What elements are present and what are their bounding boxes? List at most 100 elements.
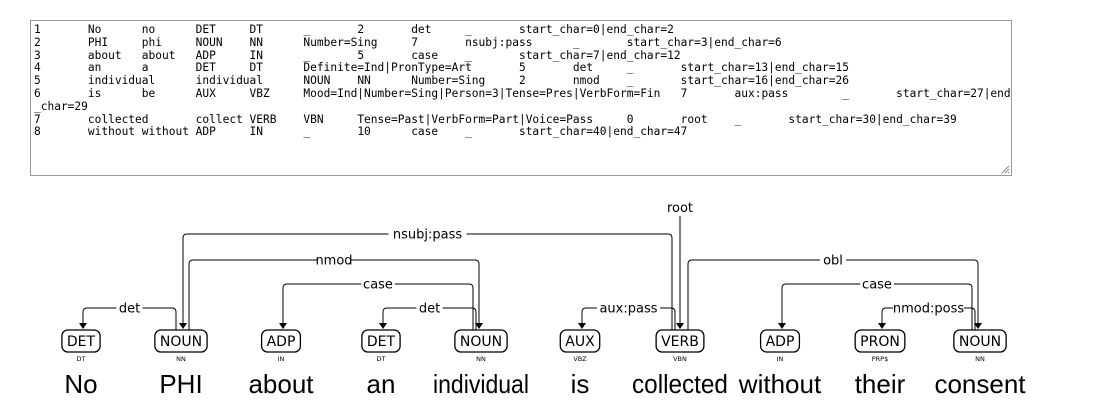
resize-grip-icon[interactable] [1000, 164, 1010, 174]
arrowhead [778, 323, 786, 329]
xpos-label: DT [77, 355, 86, 363]
token: PRON PRP$ their [854, 329, 906, 399]
arc-label: case [862, 278, 892, 293]
upos-label: NOUN [460, 334, 502, 350]
xpos-label: IN [278, 355, 285, 363]
dependency-arc: nsubj:pass [179, 227, 673, 330]
word-form: their [855, 369, 906, 399]
conllu-line: 5 individual individual NOUN NN Number=S… [34, 74, 849, 88]
upos-box [655, 329, 705, 353]
dependency-arc: case [279, 277, 474, 330]
dependency-tree: DET DT No NOUN NN PHI ADP IN about DET DT an NOUN NN i… [0, 190, 1095, 414]
token: NOUN NN consent [934, 329, 1026, 399]
word-form: an [367, 369, 396, 399]
token: NOUN NN individual [433, 329, 529, 400]
upos-box [154, 329, 208, 353]
conllu-text: 1 No no DET DT _ 2 det _ start_char=0|en… [31, 21, 1011, 139]
arrowhead [878, 323, 886, 329]
conllu-line: 3 about about ADP IN _ 5 case _ start_ch… [34, 48, 681, 62]
upos-box [854, 329, 906, 353]
xpos-label: NN [975, 355, 985, 363]
dependency-arc: nmod:poss [878, 301, 976, 330]
word-form: individual [433, 371, 529, 400]
arc-label: det [119, 302, 140, 317]
arrowhead [475, 323, 483, 329]
conllu-line: 2 PHI phi NOUN NN Number=Sing 7 nsubj:pa… [34, 35, 782, 49]
arc-label: det [419, 302, 440, 317]
upos-box [953, 329, 1007, 353]
arrowhead [279, 323, 287, 329]
arc-label: obl [823, 254, 843, 269]
arc-label-bg [819, 253, 847, 267]
arc-label: nmod:poss [893, 302, 964, 317]
arc-label-bg [317, 253, 351, 267]
upos-label: ADP [267, 334, 296, 350]
upos-box [559, 329, 601, 353]
upos-box [61, 329, 101, 353]
upos-box [260, 329, 302, 353]
dependency-tree-svg: DET DT No NOUN NN PHI ADP IN about DET DT an NOUN NN i… [61, 201, 1026, 400]
arrowhead [676, 323, 684, 329]
arc-label: case [363, 278, 393, 293]
arc-label-bg [596, 301, 661, 315]
token: ADP IN about [248, 329, 314, 399]
arc-label: aux:pass [599, 302, 657, 317]
xpos-label: PRP$ [872, 355, 889, 363]
xpos-label: DT [377, 355, 386, 363]
token: AUX VBZ is [559, 329, 601, 399]
xpos-label: VBZ [573, 355, 587, 363]
arrowhead [79, 323, 87, 329]
token: VERB VBN collected [632, 329, 728, 399]
arc-label-bg [388, 227, 467, 241]
conllu-line: 7 collected collect VERB VBN Tense=Past|… [34, 112, 957, 126]
dependency-arc: obl [687, 253, 982, 330]
conllu-line: 4 an a DET DT Definite=Ind|PronType=Art … [34, 61, 849, 75]
upos-label: NOUN [160, 334, 202, 350]
conllu-textarea[interactable]: 1 No no DET DT _ 2 det _ start_char=0|en… [30, 20, 1012, 176]
arc-label-bg [860, 277, 894, 291]
conllu-line: 8 without without ADP IN _ 10 case _ sta… [34, 125, 688, 139]
upos-label: VERB [661, 334, 699, 350]
upos-box [361, 329, 401, 353]
arrowhead [179, 323, 187, 329]
arc-label-bg [416, 301, 443, 315]
dependency-arc: det [379, 301, 477, 330]
word-form: about [248, 369, 314, 399]
word-form: collected [632, 370, 728, 399]
conllu-line: 6 is be AUX VBZ Mood=Ind|Number=Sing|Per… [34, 86, 1011, 113]
xpos-label: IN [777, 355, 784, 363]
word-form: is [571, 369, 590, 399]
dependency-arc: nmod [188, 253, 483, 330]
arrowhead [379, 323, 387, 329]
word-form: consent [934, 369, 1026, 399]
root-label: root [667, 201, 693, 216]
xpos-label: VBN [673, 355, 687, 363]
arc-line [188, 259, 480, 330]
upos-label: PRON [860, 334, 900, 350]
arrowhead [578, 323, 586, 329]
conllu-line: 1 No no DET DT _ 2 det _ start_char=0|en… [34, 23, 674, 36]
dependency-arc: case [778, 277, 973, 330]
dependency-arc: det [79, 301, 177, 330]
upos-box [759, 329, 801, 353]
upos-box [454, 329, 508, 353]
upos-label: DET [67, 334, 96, 350]
xpos-label: NN [176, 355, 186, 363]
arc-label-bg [361, 277, 395, 291]
token: NOUN NN PHI [154, 329, 208, 399]
xpos-label: NN [476, 355, 486, 363]
upos-label: AUX [565, 334, 595, 350]
arrowhead [974, 323, 982, 329]
root-arc: root [667, 201, 693, 329]
upos-label: NOUN [959, 334, 1001, 350]
word-form: No [64, 369, 97, 399]
word-form: PHI [159, 369, 202, 399]
token: DET DT No [61, 329, 101, 399]
arc-label-bg [116, 301, 143, 315]
arc-label: nsubj:pass [393, 228, 462, 243]
word-form: without [738, 369, 822, 399]
arc-label: nmod [315, 254, 352, 269]
dependency-arc: aux:pass [578, 301, 676, 330]
